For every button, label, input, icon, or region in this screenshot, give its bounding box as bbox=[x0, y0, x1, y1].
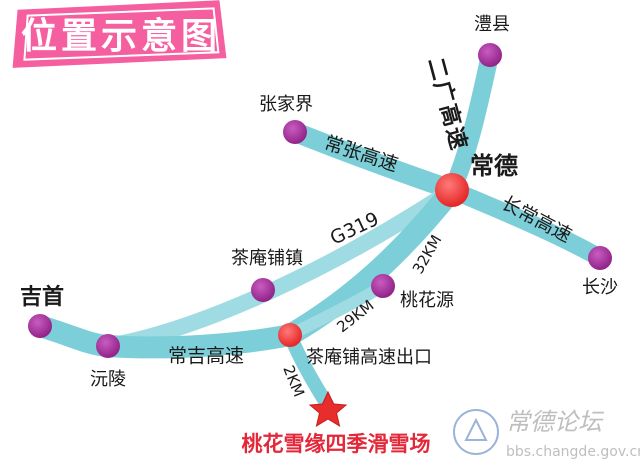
road-changji bbox=[29, 179, 463, 359]
dot-changsha bbox=[588, 246, 612, 270]
label-jishou: 吉首 bbox=[20, 284, 64, 310]
title-banner: 位置示意图 bbox=[12, 0, 227, 68]
ski-resort-star-icon bbox=[308, 390, 348, 428]
dot-changde bbox=[435, 173, 469, 207]
road-changchang bbox=[443, 181, 609, 267]
watermark-name: 常德论坛 bbox=[506, 408, 605, 436]
forum-watermark: 常德论坛 bbs.changde.gov.cn bbox=[453, 408, 640, 460]
dot-lixian bbox=[478, 43, 502, 67]
dot-chaanpu-exit bbox=[278, 323, 302, 347]
label-changsha: 长沙 bbox=[582, 277, 618, 298]
label-taohuayuan: 桃花源 bbox=[400, 290, 454, 311]
dot-jishou bbox=[28, 314, 52, 338]
label-lixian: 澧县 bbox=[474, 14, 510, 35]
place-labels: 澧县 张家界 常德 长沙 茶庵铺镇 吉首 沅陵 桃花源 茶庵铺高速出口 bbox=[20, 14, 618, 390]
label-chaanpu-exit: 茶庵铺高速出口 bbox=[306, 347, 432, 368]
dot-chaanpuzhen bbox=[251, 278, 275, 302]
label-road-erguang: 二广高速 bbox=[422, 55, 472, 154]
label-changde: 常德 bbox=[470, 152, 518, 180]
town-dots bbox=[28, 43, 612, 358]
dot-zhangjiajie bbox=[283, 120, 307, 144]
label-road-changzhang: 常张高速 bbox=[321, 132, 400, 176]
map-title: 位置示意图 bbox=[21, 16, 221, 57]
label-chaanpuzhen: 茶庵铺镇 bbox=[231, 248, 303, 269]
road-labels: 二广高速 常张高速 长常高速 G319 常吉高速 bbox=[168, 55, 575, 367]
forum-logo-triangle-icon bbox=[464, 417, 488, 441]
label-yuanling: 沅陵 bbox=[90, 369, 126, 390]
dot-taohuayuan bbox=[371, 274, 395, 298]
destination-label: 桃花雪缘四季滑雪场 bbox=[242, 432, 431, 456]
forum-logo-icon bbox=[453, 409, 499, 455]
dot-yuanling bbox=[96, 334, 120, 358]
road-changzhang bbox=[285, 122, 462, 200]
watermark-url: bbs.changde.gov.cn bbox=[506, 444, 640, 460]
label-road-changji: 常吉高速 bbox=[168, 345, 244, 367]
label-road-erguang-text: 二广高速 bbox=[422, 55, 472, 154]
label-zhangjiajie: 张家界 bbox=[259, 94, 313, 115]
